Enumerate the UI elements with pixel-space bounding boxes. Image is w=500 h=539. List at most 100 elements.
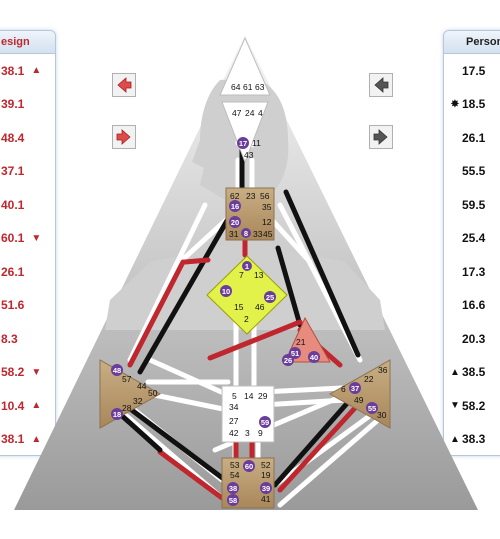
- design-row: 51.6: [0, 289, 55, 323]
- gate-1-marker: [242, 261, 252, 271]
- gate-40-marker: [308, 351, 320, 363]
- personality-value: 16.6: [462, 298, 486, 313]
- gate-24: 24: [245, 108, 255, 118]
- gate-51-marker: [289, 347, 301, 359]
- gate-28: 28: [122, 403, 132, 413]
- design-row: 39.1: [0, 88, 55, 122]
- gate-37: 37: [351, 384, 359, 393]
- gate-58: 58: [229, 496, 237, 505]
- design-value: 37.1: [1, 164, 25, 179]
- design-row: 10.4 ▲: [0, 389, 55, 423]
- spleen-center: [99, 359, 162, 429]
- gate-20-marker: [229, 216, 241, 228]
- personality-value: 59.5: [462, 197, 486, 212]
- gate-6: 6: [341, 384, 346, 394]
- design-row: 37.1: [0, 155, 55, 189]
- design-row: 60.1▼: [0, 222, 55, 256]
- personality-row: 26.1: [444, 121, 500, 155]
- personality-value: 17.5: [462, 63, 486, 78]
- design-panel-header: esign: [0, 31, 55, 54]
- gate-27: 27: [229, 416, 239, 426]
- channels-open: [119, 112, 383, 508]
- gate-37-marker: [349, 382, 361, 394]
- gate-10: 10: [222, 287, 230, 296]
- gate-43: 43: [244, 150, 254, 160]
- design-symbol-icon: ▼: [31, 366, 42, 378]
- gate-7: 7: [239, 270, 244, 280]
- gate-labels: 64 61 63 47 24 4 11 43 62 23 56 35 12 31…: [122, 82, 388, 504]
- design-row: 38.1▲: [0, 54, 55, 88]
- gate-42: 42: [229, 428, 239, 438]
- gate-8-marker: [241, 228, 251, 238]
- gate-2: 2: [244, 314, 249, 324]
- gate-12: 12: [262, 217, 272, 227]
- throat-center: [225, 187, 275, 241]
- personality-value: 18.5: [462, 97, 486, 112]
- gate-14: 14: [244, 391, 254, 401]
- personality-row: ✸18.5: [444, 88, 500, 122]
- personality-row: 17.3: [444, 255, 500, 289]
- arrow-left-red-icon[interactable]: [112, 73, 136, 97]
- gate-20: 20: [231, 218, 239, 227]
- gate-36: 36: [378, 365, 388, 375]
- sacral-center: [221, 385, 275, 443]
- gate-22: 22: [364, 374, 374, 384]
- gate-30: 30: [377, 410, 387, 420]
- design-row: 38.1 ▲: [0, 423, 55, 456]
- arrow-left-gray-icon[interactable]: [369, 73, 393, 97]
- personality-value: 38.3: [462, 432, 486, 447]
- personality-row: 16.6: [444, 289, 500, 323]
- gate-48-marker: [111, 364, 123, 376]
- gate-60-marker: [243, 460, 255, 472]
- gate-25: 25: [266, 293, 274, 302]
- design-value: 48.4: [1, 130, 25, 145]
- gate-48: 48: [113, 366, 121, 375]
- channels-activated: [117, 142, 361, 501]
- personality-row: 25.4: [444, 222, 500, 256]
- gate-11: 11: [252, 138, 261, 148]
- gate-39-marker: [260, 482, 272, 494]
- gate-34: 34: [229, 402, 239, 412]
- gate-17-marker: [237, 137, 249, 149]
- gate-18-marker: [111, 408, 123, 420]
- gate-5: 5: [232, 391, 237, 401]
- head-silhouette: [105, 78, 385, 330]
- design-symbol-icon: ▲: [31, 65, 42, 77]
- gate-47: 47: [232, 108, 242, 118]
- gate-1: 1: [245, 262, 249, 271]
- personality-row: ▼58.2: [444, 389, 500, 423]
- personality-symbol-icon: ▲: [450, 366, 460, 378]
- gate-49: 49: [354, 395, 364, 405]
- design-value: 60.1: [1, 231, 25, 246]
- gate-39: 39: [262, 484, 270, 493]
- gate-9: 9: [258, 428, 263, 438]
- gate-56: 56: [260, 191, 270, 201]
- design-value: 40.1: [1, 197, 25, 212]
- gate-10-marker: [220, 285, 232, 297]
- gate-40: 40: [310, 353, 318, 362]
- g-center: [206, 255, 288, 335]
- background-triangle: [14, 35, 478, 510]
- gate-45: 45: [263, 229, 273, 239]
- design-value: 8.3: [1, 331, 18, 346]
- arrow-right-red-icon[interactable]: [112, 125, 136, 149]
- design-symbol-icon: ▲: [31, 400, 42, 412]
- design-row: 26.1: [0, 255, 55, 289]
- arrow-right-gray-icon[interactable]: [369, 125, 393, 149]
- gate-19: 19: [261, 470, 271, 480]
- gate-50: 50: [148, 388, 158, 398]
- gate-33: 33: [253, 229, 263, 239]
- gate-8: 8: [244, 229, 248, 238]
- activated-gates: 17 16 20 8 1 10 25 51 26 40 48 18 59 37 …: [111, 137, 378, 506]
- gate-23: 23: [246, 191, 256, 201]
- gate-44: 44: [137, 381, 147, 391]
- design-value: 10.4: [1, 398, 25, 413]
- design-symbol-icon: ▲: [31, 433, 42, 445]
- design-value: 38.1: [1, 432, 25, 447]
- gate-55-marker: [366, 402, 378, 414]
- root-center: [221, 457, 275, 509]
